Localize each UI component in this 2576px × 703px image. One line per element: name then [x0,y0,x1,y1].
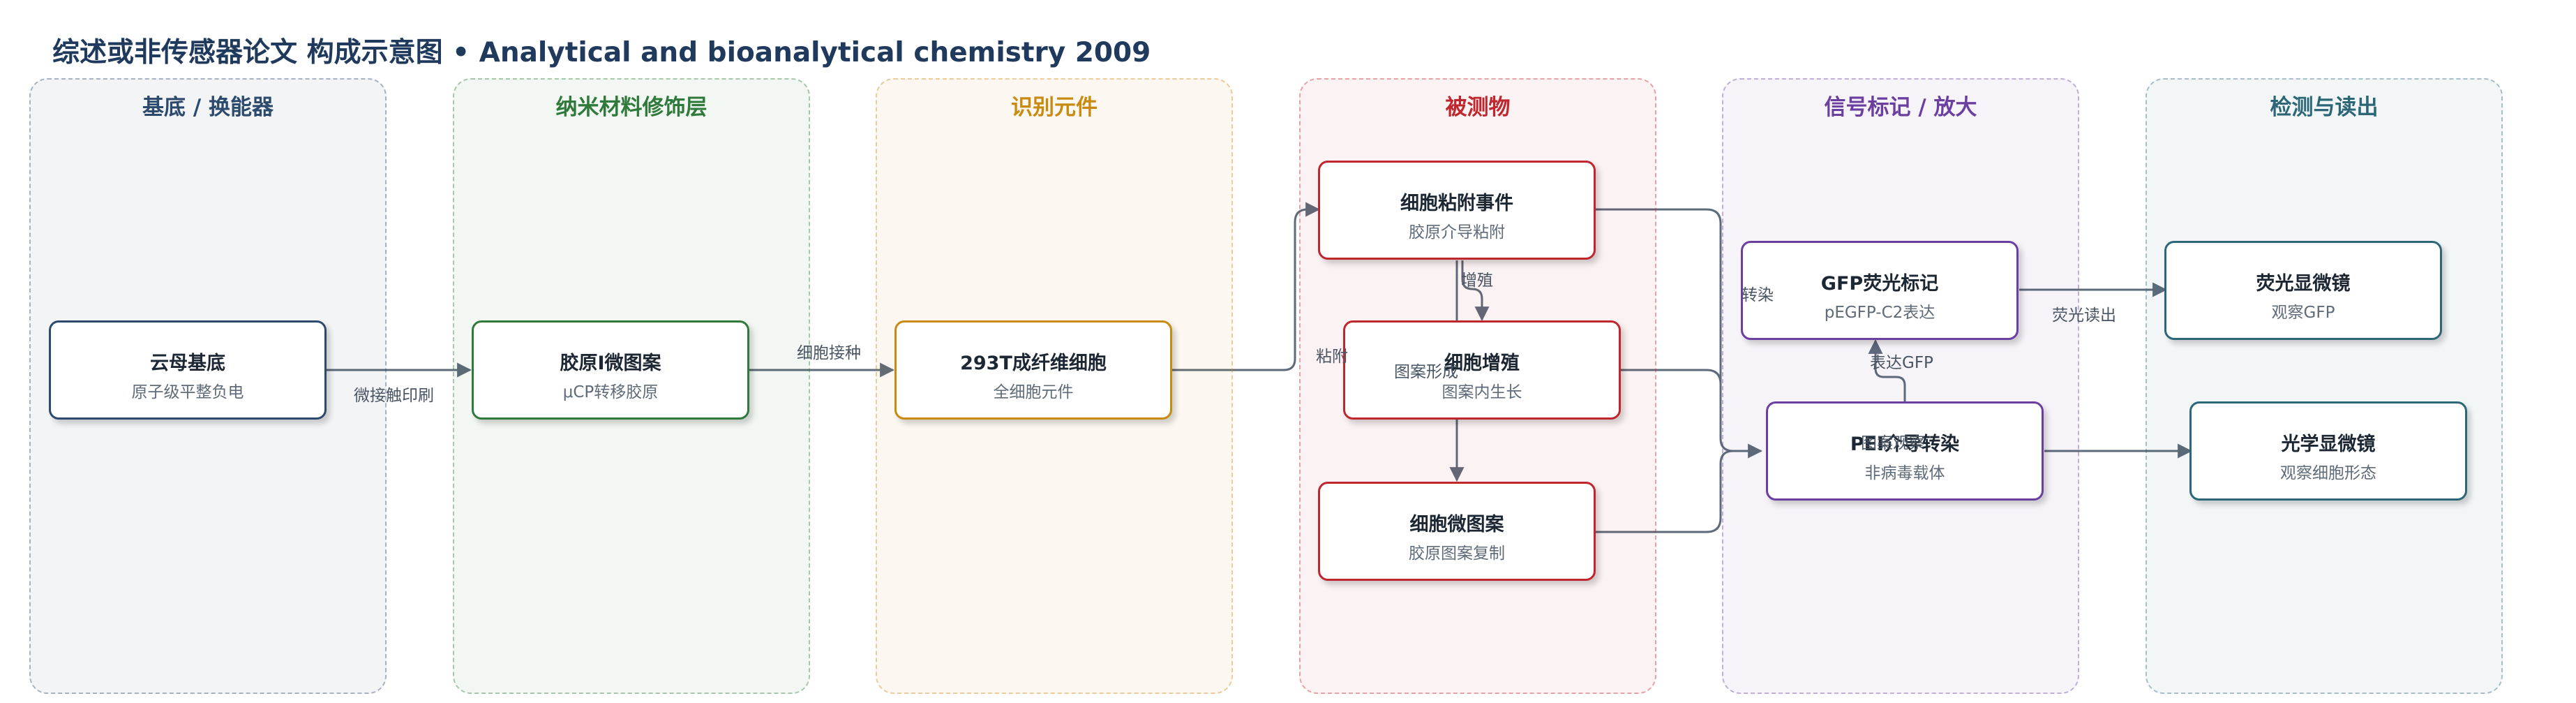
edge-label-cell-seeding: 细胞接种 [797,344,861,362]
column-signal: 信号标记 / 放大 [1722,78,2079,694]
node-title: PEI介导转染 [1850,434,1960,455]
node-title: 细胞粘附事件 [1400,193,1513,214]
node-title: 细胞增殖 [1444,353,1520,374]
edge-proliferation-to-pei [1621,369,1722,438]
node-subtitle: 图案内生长 [1441,383,1522,401]
edge-pei-to-gfp [1868,339,1906,402]
node-title: 胶原I微图案 [560,353,661,374]
node-subtitle: 观察细胞形态 [2280,464,2376,482]
node-title: 细胞微图案 [1409,514,1504,535]
node-collagen-pattern[interactable]: 胶原I微图案 μCP转移胶原 [472,320,749,420]
node-mica-substrate[interactable]: 云母基底 原子级平整负电 [49,320,327,420]
column-title: 信号标记 / 放大 [1824,95,1977,120]
node-title: 293T成纤维细胞 [960,353,1107,374]
column-detection: 检测与读出 [2146,78,2503,694]
column-title: 识别元件 [1011,95,1098,120]
node-subtitle: 胶原图案复制 [1409,545,1505,563]
node-cell-micropattern[interactable]: 细胞微图案 胶原图案复制 [1318,482,1596,581]
edge-label-adhesion: 粘附 [1316,348,1348,366]
page-title: 综述或非传感器论文 构成示意图 • Analytical and bioanal… [52,37,1151,68]
column-title: 检测与读出 [2270,95,2379,120]
node-subtitle: pEGFP-C2表达 [1824,304,1935,322]
node-subtitle: 原子级平整负电 [131,383,244,401]
node-cell-adhesion[interactable]: 细胞粘附事件 胶原介导粘附 [1318,161,1596,260]
edge-label-fluorescence-readout: 荧光读出 [2052,306,2116,325]
node-subtitle: 非病毒载体 [1864,464,1945,482]
column-title: 被测物 [1445,95,1511,120]
edge-label-pattern-formation: 图案形成 [1394,363,1458,381]
node-title: 云母基底 [150,353,225,374]
column-title: 基底 / 换能器 [142,95,274,120]
node-title: 荧光显微镜 [2256,273,2351,295]
column-title: 纳米材料修饰层 [555,95,707,120]
node-subtitle: 胶原介导粘附 [1409,223,1505,242]
edge-adhesion-to-proliferation [1461,260,1490,322]
edge-label-transfection: 转染 [1742,286,1774,304]
node-293t-cells[interactable]: 293T成纤维细胞 全细胞元件 [894,320,1172,420]
edge-adhesion-to-pei [1596,208,1763,459]
node-subtitle: 全细胞元件 [993,383,1074,401]
node-subtitle: 观察GFP [2271,304,2335,322]
node-gfp-label[interactable]: GFP荧光标记 pEGFP-C2表达 [1741,241,2019,340]
edge-micropattern-to-pei [1596,450,1734,533]
edge-label-pattern-observation: 图案观察 [1861,434,1925,452]
node-pei-transfection[interactable]: PEI介导转染 非病毒载体 [1766,401,2044,501]
edge-label-microcontact-printing: 微接触印刷 [354,387,434,405]
node-subtitle: μCP转移胶原 [562,383,659,401]
node-fluorescence-microscope[interactable]: 荧光显微镜 观察GFP [2164,241,2442,340]
node-cell-proliferation[interactable]: 细胞增殖 图案内生长 [1343,320,1621,420]
edge-label-proliferation: 增殖 [1461,272,1493,290]
edge-label-express-gfp: 表达GFP [1870,354,1933,372]
node-title: 光学显微镜 [2281,434,2376,455]
edge-293t-to-adhesion [1169,202,1321,371]
node-title: GFP荧光标记 [1820,273,1939,295]
node-optical-microscope[interactable]: 光学显微镜 观察细胞形态 [2189,401,2467,501]
